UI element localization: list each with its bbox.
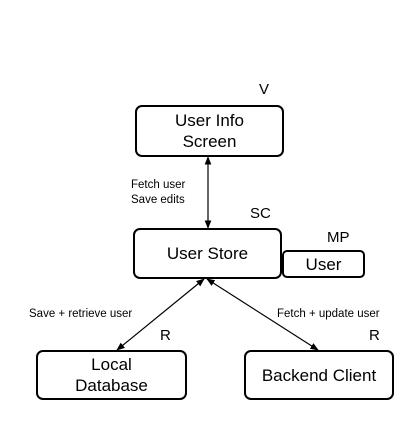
local-database-tag: R xyxy=(160,327,171,344)
user-info-screen-tag: V xyxy=(259,81,270,98)
user-model-node: User xyxy=(282,250,365,278)
edge-label-screen-store: Fetch user Save edits xyxy=(131,178,185,208)
user-store-label: User Store xyxy=(166,244,249,263)
edge-label-screen-store-line-2: Save edits xyxy=(131,194,185,206)
user-info-screen-node: User Info Screen xyxy=(135,105,284,157)
user-store-tag: SC xyxy=(250,205,271,222)
user-info-screen-label-line-1: User Info xyxy=(175,111,244,130)
user-info-screen-label-line-2: Screen xyxy=(182,132,237,151)
edge-label-store-local: Save + retrieve user xyxy=(29,308,133,320)
edge-label-screen-store-line-1: Fetch user xyxy=(131,179,186,191)
local-database-label-line-2: Database xyxy=(75,376,148,395)
edge-store-local xyxy=(116,278,205,351)
user-model-tag: MP xyxy=(327,229,350,246)
backend-client-label: Backend Client xyxy=(261,365,377,385)
user-model-label: User xyxy=(305,254,342,274)
edge-label-store-backend: Fetch + update user xyxy=(277,308,380,320)
backend-client-tag: R xyxy=(369,327,380,344)
local-database-label-line-1: Local xyxy=(91,355,132,374)
backend-client-node: Backend Client xyxy=(244,350,394,400)
user-store-node: User Store xyxy=(133,228,282,279)
local-database-node: Local Database xyxy=(36,350,187,400)
edge-store-backend xyxy=(206,278,319,351)
